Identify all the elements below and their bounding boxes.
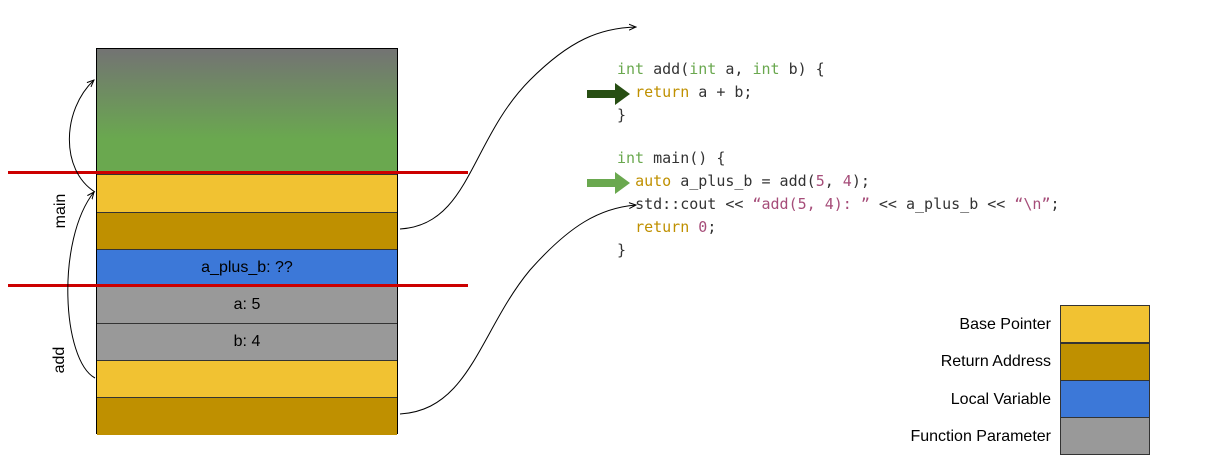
- main-frame-boundary-line: [8, 171, 468, 174]
- code-text: }: [617, 106, 627, 124]
- code-text: a_plus_b = add(: [671, 172, 816, 190]
- stack-cell-local-variable: a_plus_b: ??: [97, 249, 397, 286]
- code-text: add(: [644, 60, 690, 78]
- code-keyword: auto: [635, 172, 672, 190]
- code-text: ;: [707, 218, 717, 236]
- code-string: “\n”: [1014, 195, 1051, 213]
- base-pointer-link-main: [68, 80, 96, 193]
- code-line: return 0;: [617, 216, 1060, 239]
- return-line-arrow: [587, 172, 630, 194]
- code-block-main: int main() { auto a_plus_b = add(5, 4); …: [617, 147, 1060, 262]
- stack-cell-main-return-address: [97, 212, 397, 249]
- code-block-add: int add(int a, int b) { return a + b;}: [617, 58, 825, 127]
- stack-cell-add-base-pointer: [97, 360, 397, 397]
- code-text: ;: [1050, 195, 1060, 213]
- local-variable-label: a_plus_b: ??: [201, 259, 293, 276]
- param-b-label: b: 4: [233, 333, 261, 350]
- base-pointer-link-add: [67, 192, 96, 379]
- return-address-link-add: [399, 205, 636, 415]
- legend-swatch-local-variable: [1060, 380, 1150, 418]
- code-keyword: int: [617, 149, 645, 167]
- code-line: return a + b;: [617, 81, 825, 104]
- return-address-link-main: [399, 27, 636, 230]
- stack-cell-add-return-address: [97, 397, 397, 435]
- code-number: 0: [698, 218, 708, 236]
- code-text: std::cout <<: [635, 195, 753, 213]
- legend-label-return-address: Return Address: [940, 353, 1051, 370]
- code-line: int add(int a, int b) {: [617, 58, 825, 81]
- code-line: }: [617, 239, 1060, 262]
- code-string: “add(5, 4): ”: [752, 195, 870, 213]
- stack-cell-param-a: a: 5: [97, 286, 397, 323]
- legend-swatch-return-address: [1060, 343, 1150, 381]
- param-a-label: a: 5: [233, 296, 261, 313]
- stack-cell-caller-frame: [97, 49, 397, 174]
- legend-swatch-function-parameter: [1060, 417, 1150, 455]
- code-number: 5: [815, 172, 825, 190]
- code-line: int main() {: [617, 147, 1060, 170]
- code-text: }: [617, 241, 627, 259]
- code-keyword: return: [635, 218, 690, 236]
- code-keyword: int: [617, 60, 645, 78]
- code-text: b) {: [779, 60, 825, 78]
- legend-label-local-variable: Local Variable: [950, 391, 1051, 408]
- code-line: auto a_plus_b = add(5, 4);: [617, 170, 1060, 193]
- code-keyword: return: [635, 83, 690, 101]
- legend-label-function-parameter: Function Parameter: [910, 428, 1051, 445]
- current-line-arrow: [587, 83, 630, 105]
- legend-label-base-pointer: Base Pointer: [959, 316, 1051, 333]
- add-frame-boundary-line: [8, 284, 468, 287]
- code-keyword: int: [752, 60, 780, 78]
- code-text: ,: [824, 172, 843, 190]
- code-line: }: [617, 104, 825, 127]
- code-text: );: [851, 172, 870, 190]
- stack-cell-main-base-pointer: [97, 174, 397, 212]
- call-stack: a_plus_b: ?? a: 5 b: 4: [96, 48, 398, 435]
- stack-cell-param-b: b: 4: [97, 323, 397, 360]
- code-number: 4: [842, 172, 852, 190]
- code-line: std::cout << “add(5, 4): ” << a_plus_b <…: [617, 193, 1060, 216]
- code-text: a,: [716, 60, 753, 78]
- code-text: main() {: [644, 149, 726, 167]
- code-keyword: int: [689, 60, 717, 78]
- code-text: << a_plus_b <<: [869, 195, 1015, 213]
- code-text: a + b;: [689, 83, 753, 101]
- legend-swatch-base-pointer: [1060, 305, 1150, 343]
